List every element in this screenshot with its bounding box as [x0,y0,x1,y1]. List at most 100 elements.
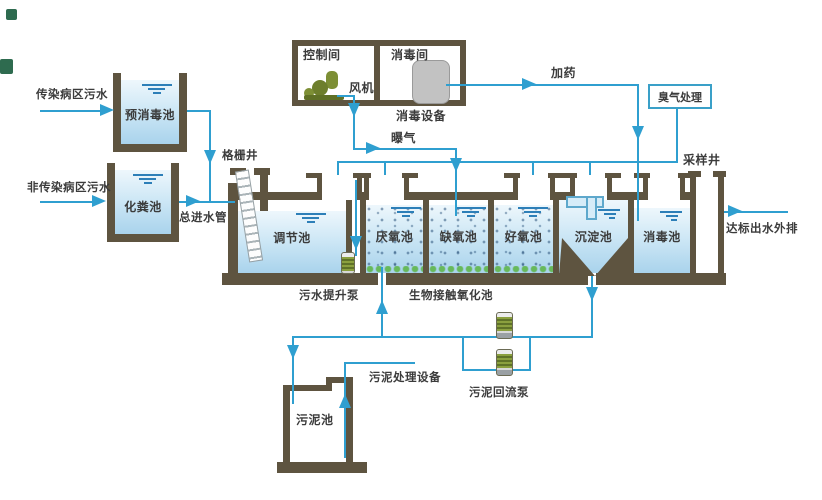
pre-disinfection-tank-wall [179,73,187,152]
vent-port-cap [353,173,371,178]
non-infectious-inlet-label: 非传染病区污水 [27,182,111,194]
pipe-odor-header [337,161,678,163]
vent-port [550,178,555,200]
sampling-well-lid [688,171,701,177]
sludge-tank-wall [326,377,353,383]
aerobic-tank-label: 好氧池 [504,230,543,244]
arrow-to-sludge-tank [287,345,299,359]
vent-port-cap [561,173,577,178]
building-wall [292,40,298,106]
arrow-fan-down [348,103,360,117]
pipe-dosing-down [637,84,639,221]
vent-port-cap [605,173,621,178]
fan-icon [312,80,328,96]
basin-roof [238,192,322,200]
sludge-tank-base [277,462,367,473]
vent-port-cap [548,173,564,178]
biofilm-band [494,266,553,273]
sampling-well-wall [718,177,724,273]
anoxic-tank-label: 缺氧池 [439,230,478,244]
water-surface-icon [456,207,486,218]
pre-disinfection-tank-wall [113,144,187,152]
tank-divider-wall [488,200,494,273]
pipe-fan-down [353,95,355,149]
pipe-effluent [724,211,788,213]
aerobic-tank-water [494,205,553,273]
effluent-label: 达标出水外排 [726,223,798,235]
aeration-label: 曝气 [391,131,417,145]
disinfection-device-icon [412,60,450,104]
sampling-well-label: 采样井 [683,153,721,167]
disinfection-room-label: 消毒间 [391,48,429,62]
vent-port [513,178,518,200]
sedimentation-hopper [559,235,595,276]
tank-divider-wall [553,200,559,273]
pipe-dosing [446,84,639,86]
biofilm-band [366,266,423,273]
disinfection-equipment-label: 消毒设备 [396,109,447,123]
submersible-pump-icon [341,252,355,274]
pipe-odor-branch [337,161,339,175]
arrow-sludge-return [376,300,388,314]
vent-port [680,178,685,200]
sedimentation-tank-label: 沉淀池 [574,230,613,244]
pipe-to-sludge-tank [292,336,294,404]
pipe-main-inlet [179,201,235,203]
water-surface-icon [518,207,548,218]
infectious-inlet-label: 传染病区污水 [36,89,108,101]
vent-port [357,178,362,200]
basin-roof [404,192,518,200]
basin-roof [550,192,575,200]
vent-port [643,178,648,200]
water-surface-icon [133,174,163,185]
pre-disinfection-tank-label: 预消毒池 [124,108,175,122]
effluent-weir-icon [586,196,597,220]
sludge-treatment-equipment-label: 污泥处理设备 [369,372,441,384]
watermark-dot [6,9,17,20]
arrow-sludge-out [339,394,351,408]
pipe-aeration [353,148,457,150]
arrow-effluent [728,205,742,217]
basin-roof [607,192,648,200]
basin-roof [680,192,696,200]
vent-port [404,178,409,200]
pipe-pump-bypass [462,336,464,371]
pipe-lift-pump [355,180,357,256]
anaerobic-tank-water [366,205,423,273]
regulating-tank-label: 调节池 [273,231,311,245]
arrow-sludge-draw [586,287,598,301]
grid-well-lid [254,168,270,175]
sludge-tank-wall [346,377,353,465]
septic-tank-wall [171,163,179,242]
pipe-odor-up [676,105,678,162]
fan-icon [304,88,314,98]
sludge-tank-wall [283,385,332,391]
sewage-lift-pump-label: 污水提升泵 [299,290,359,302]
pipe-odor-branch [589,161,591,175]
arrow-aeration [366,142,380,154]
main-inlet-pipe-label: 总进水管 [179,212,227,224]
arrow-infectious-inlet [100,104,114,116]
basin-left-wall [228,183,238,273]
basin-roof [357,192,369,200]
vent-port-cap [402,173,418,178]
fan-base-icon [304,95,344,100]
pipe-aeration-down [455,148,457,216]
building-wall [374,40,380,106]
water-surface-icon [598,209,620,220]
tank-divider-wall [690,177,696,273]
pipe-odor-branch [384,161,386,175]
tank-divider-wall [360,200,366,273]
sludge-return-pump-label: 污泥回流泵 [469,387,529,399]
dosing-label: 加药 [551,66,577,80]
sludge-return-pump-icon [496,312,513,339]
pre-disinfection-tank-water [121,80,179,144]
pipe-fan-out [337,95,355,97]
water-surface-icon [391,207,421,218]
vent-port-cap [306,173,322,178]
sedimentation-hopper [595,235,631,276]
arrow-pre-disinfection-down [204,150,216,164]
pre-disinfection-tank-wall [113,73,121,152]
pipe-pre-disinfection-out [187,110,211,112]
